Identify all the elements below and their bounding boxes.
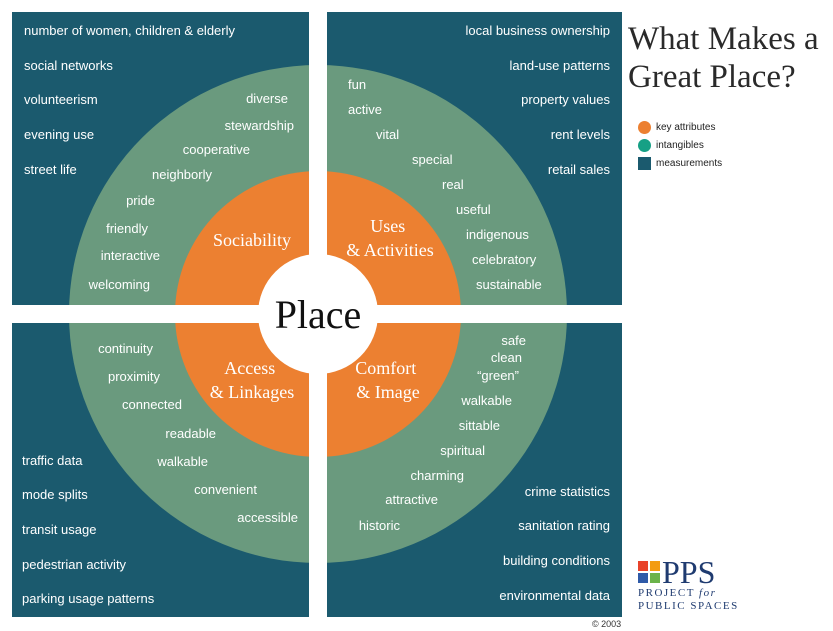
- intangible-item: fun: [348, 77, 366, 92]
- key-attribute-uses-activities: Uses & Activities: [346, 216, 434, 260]
- intangible-item: friendly: [106, 221, 148, 236]
- measurement-item: volunteerism: [24, 92, 98, 107]
- copyright-notice: © 2003: [592, 619, 622, 629]
- intangible-item: attractive: [385, 492, 438, 507]
- intangible-item: pride: [126, 193, 155, 208]
- legend-item-key-attributes: key attributes: [638, 119, 722, 135]
- measurement-item: property values: [521, 92, 610, 107]
- intangible-item: sustainable: [476, 277, 542, 292]
- intangible-item: welcoming: [88, 277, 150, 292]
- measurement-item: building conditions: [503, 553, 610, 568]
- measurement-item: sanitation rating: [518, 518, 610, 533]
- intangible-item: clean: [491, 350, 522, 365]
- measurement-item: local business ownership: [465, 23, 610, 38]
- intangible-item: connected: [122, 397, 182, 412]
- diagram-title: What Makes a Great Place?: [628, 21, 819, 95]
- key-attribute-sociability: Sociability: [213, 230, 291, 250]
- uses-activities-intangibles: fun active vital special real useful ind…: [348, 77, 542, 292]
- intangible-item: sittable: [459, 418, 500, 433]
- logo-line-1: PROJECT for: [638, 587, 717, 599]
- legend-label: key attributes: [656, 121, 716, 133]
- legend-item-intangibles: intangibles: [638, 137, 722, 153]
- access-linkages-measurements: traffic data mode splits transit usage p…: [22, 453, 155, 606]
- intangible-item: indigenous: [466, 227, 529, 242]
- intangible-item: diverse: [246, 91, 288, 106]
- sociability-intangibles: diverse stewardship cooperative neighbor…: [88, 91, 294, 292]
- measurement-item: street life: [24, 162, 77, 177]
- place-center-circle: [258, 254, 378, 374]
- intangible-item: continuity: [98, 341, 153, 356]
- measurement-item: number of women, children & elderly: [24, 23, 235, 38]
- measurement-item: traffic data: [22, 453, 83, 468]
- intangible-item: celebratory: [472, 252, 537, 267]
- blue-square-icon: [638, 156, 651, 170]
- green-circle-icon: [638, 138, 651, 152]
- intangible-item: vital: [376, 127, 399, 142]
- legend-label: measurements: [656, 157, 723, 169]
- intangible-item: cooperative: [183, 142, 250, 157]
- logo-line-2: PUBLIC SPACES: [638, 600, 739, 612]
- intangible-item: convenient: [194, 482, 257, 497]
- sociability-measurements: number of women, children & elderly soci…: [24, 23, 235, 177]
- intangible-item: readable: [165, 426, 216, 441]
- intangible-item: accessible: [237, 510, 298, 525]
- intangible-item: “green”: [477, 368, 519, 383]
- intangible-item: historic: [359, 518, 401, 533]
- comfort-image-intangibles: safe clean “green” walkable sittable spi…: [359, 333, 526, 533]
- measurement-item: mode splits: [22, 487, 88, 502]
- place-label: Place: [275, 292, 362, 337]
- measurement-item: pedestrian activity: [22, 557, 127, 572]
- key-attribute-access-linkages: Access & Linkages: [210, 358, 294, 402]
- uses-activities-measurements: local business ownership land-use patter…: [465, 23, 610, 177]
- measurement-item: transit usage: [22, 522, 96, 537]
- intangible-item: proximity: [108, 369, 161, 384]
- intangible-item: walkable: [156, 454, 208, 469]
- key-attribute-comfort-image: Comfort & Image: [355, 358, 421, 402]
- measurement-item: environmental data: [499, 588, 610, 603]
- pps-logo: PPS PROJECT for PUBLIC SPACES: [638, 554, 758, 613]
- intangible-item: useful: [456, 202, 491, 217]
- intangible-item: walkable: [460, 393, 512, 408]
- intangible-item: safe: [501, 333, 526, 348]
- intangible-item: stewardship: [225, 118, 294, 133]
- legend: key attributes intangibles measurements: [638, 119, 722, 173]
- intangible-item: real: [442, 177, 464, 192]
- intangible-item: special: [412, 152, 453, 167]
- measurement-item: retail sales: [548, 162, 611, 177]
- measurement-item: social networks: [24, 58, 113, 73]
- intangible-item: charming: [411, 468, 464, 483]
- legend-label: intangibles: [656, 139, 704, 151]
- intangible-item: spiritual: [440, 443, 485, 458]
- access-linkages-intangibles: continuity proximity connected readable …: [98, 341, 298, 525]
- measurement-item: land-use patterns: [510, 58, 611, 73]
- comfort-image-measurements: crime statistics sanitation rating build…: [499, 484, 610, 603]
- intangible-item: active: [348, 102, 382, 117]
- logo-name: PPS: [662, 554, 716, 590]
- intangible-item: interactive: [101, 248, 160, 263]
- measurement-item: evening use: [24, 127, 94, 142]
- legend-item-measurements: measurements: [638, 155, 722, 171]
- pps-mark-icon: [638, 561, 660, 583]
- intangible-item: neighborly: [152, 167, 212, 182]
- measurement-item: parking usage patterns: [22, 591, 155, 606]
- measurement-item: rent levels: [551, 127, 611, 142]
- orange-circle-icon: [638, 120, 651, 134]
- measurement-item: crime statistics: [525, 484, 611, 499]
